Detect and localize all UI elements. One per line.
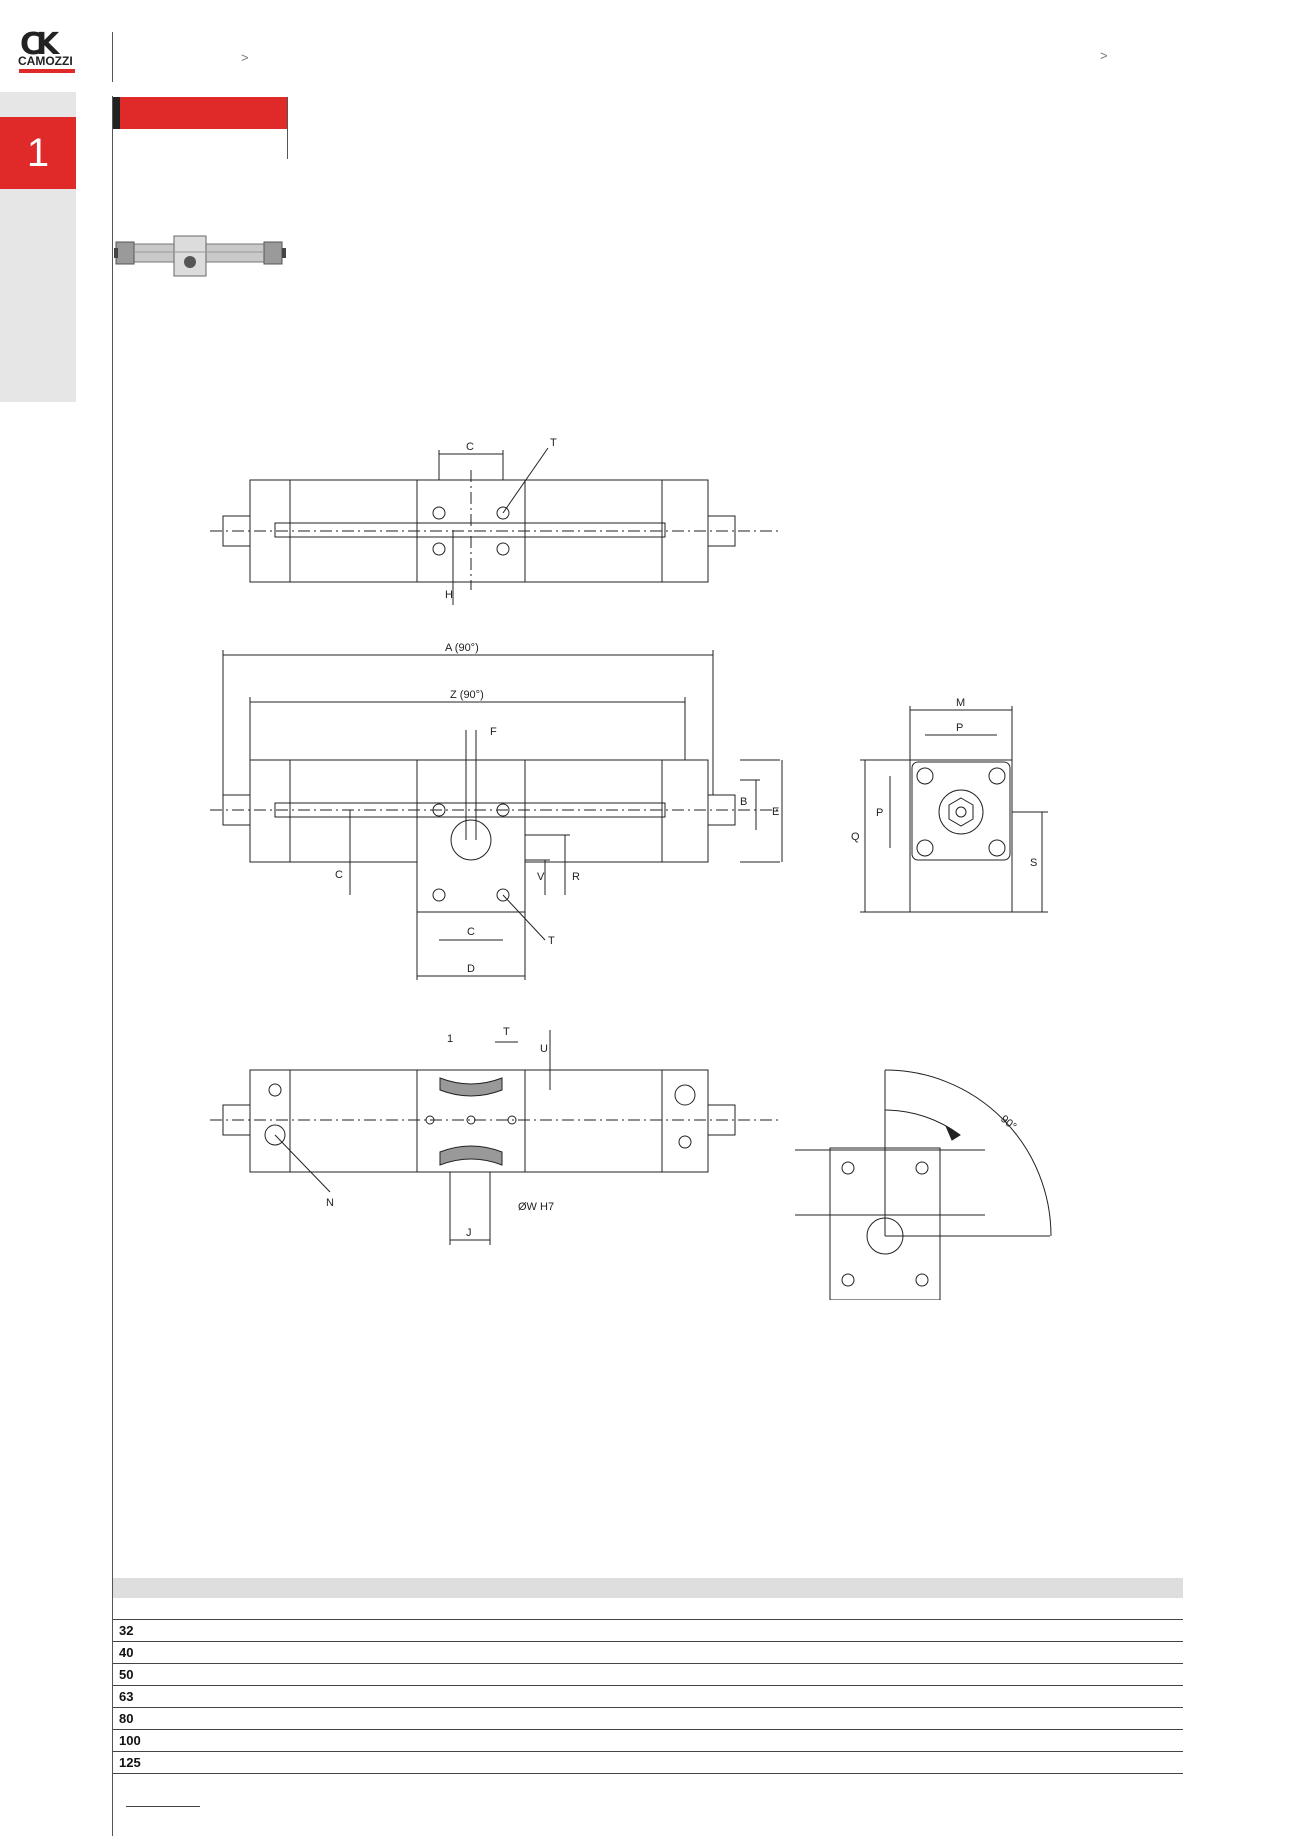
size-cell: 63 [113, 1685, 1183, 1708]
title-bar-edge [112, 97, 120, 129]
label-front-d: D [467, 963, 475, 975]
table-header-cell [113, 1578, 1183, 1598]
front-view-labels: A (90°) Z (90°) F B E C V R C D T [335, 642, 779, 975]
label-bottom-w: ØW H7 [518, 1201, 554, 1213]
label-front-f: F [490, 726, 497, 738]
top-view-labels: C T H [445, 437, 557, 601]
size-cell: 32 [113, 1619, 1183, 1642]
size-cell: 50 [113, 1663, 1183, 1686]
camozzi-logo-mark: CK [20, 27, 59, 62]
label-front-t: T [548, 935, 555, 947]
table-header-row [113, 1578, 1183, 1598]
label-rotation-angle: 90° [998, 1113, 1018, 1133]
side-view [860, 706, 1048, 913]
rotation-view [795, 1069, 1052, 1300]
label-top-c: C [466, 441, 474, 453]
dimensions-table: 32 40 50 63 80 100 125 [113, 1578, 1183, 1774]
table-row: 125 [113, 1751, 1183, 1774]
front-view [210, 650, 783, 980]
page-rule [112, 96, 113, 1836]
label-side-p-left: P [876, 807, 883, 819]
breadcrumb-separator-left[interactable]: > [241, 50, 249, 65]
size-cell: 40 [113, 1641, 1183, 1664]
side-view-labels: M P P Q S [851, 697, 1037, 869]
label-front-a: A (90°) [445, 642, 479, 654]
bottom-view [210, 1030, 780, 1245]
table-subheader-cell [113, 1598, 1183, 1620]
technical-drawing: C T H [210, 437, 1052, 1300]
table-row: 50 [113, 1663, 1183, 1686]
label-bottom-u: U [540, 1043, 548, 1055]
label-front-z: Z (90°) [450, 689, 484, 701]
logo-underline [19, 69, 75, 73]
table-row: 80 [113, 1707, 1183, 1730]
bottom-view-labels: 1 T U N ØW H7 J [326, 1026, 554, 1239]
table-row: 63 [113, 1685, 1183, 1708]
size-cell: 80 [113, 1707, 1183, 1730]
label-front-c-left: C [335, 869, 343, 881]
product-photo [114, 235, 286, 277]
title-divider [287, 97, 288, 159]
table-row: 40 [113, 1641, 1183, 1664]
label-top-h: H [445, 589, 453, 601]
label-side-m: M [956, 697, 965, 709]
label-bottom-j: J [466, 1227, 472, 1239]
size-cell: 125 [113, 1751, 1183, 1774]
label-top-t: T [550, 437, 557, 449]
section-number: 1 [26, 130, 50, 175]
title-bar [112, 97, 288, 129]
label-side-p-top: P [956, 722, 963, 734]
table-row: 100 [113, 1729, 1183, 1752]
sidebar-section-tab[interactable]: 1 [0, 117, 76, 189]
label-side-s: S [1030, 857, 1037, 869]
label-side-q: Q [851, 831, 860, 843]
label-bottom-n: N [326, 1197, 334, 1209]
rotation-view-labels: 90° [998, 1113, 1018, 1133]
breadcrumb-separator-right[interactable]: > [1100, 48, 1108, 63]
top-view [210, 447, 780, 605]
label-front-c-bottom: C [467, 926, 475, 938]
table-row: 32 [113, 1619, 1183, 1642]
label-bottom-one: 1 [447, 1033, 453, 1045]
label-front-e: E [772, 806, 779, 818]
label-bottom-t: T [503, 1026, 510, 1038]
label-front-r: R [572, 871, 580, 883]
footer-rule [126, 1806, 200, 1807]
label-front-v: V [537, 871, 545, 883]
header-divider [112, 32, 113, 82]
table-subheader-row [113, 1598, 1183, 1620]
label-front-b: B [740, 796, 747, 808]
camozzi-logo-text: CAMOZZI [18, 54, 73, 68]
size-cell: 100 [113, 1729, 1183, 1752]
